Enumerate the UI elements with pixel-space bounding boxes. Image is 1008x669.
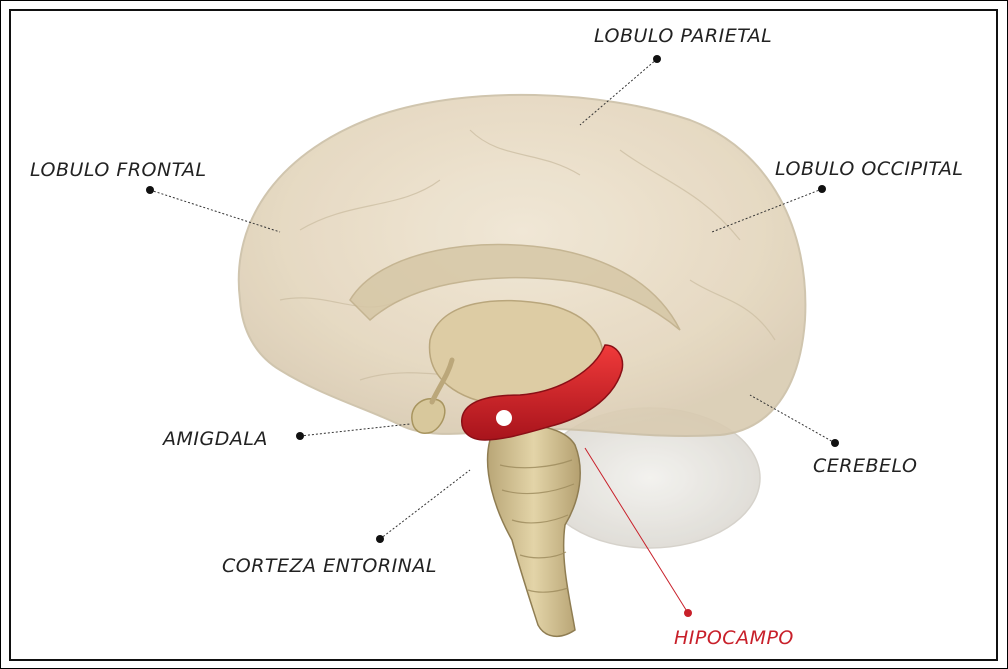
label-lobulo-parietal: LOBULO PARIETAL (594, 25, 772, 47)
label-lobulo-frontal: LOBULO FRONTAL (30, 159, 207, 181)
label-corteza-entorinal: CORTEZA ENTORINAL (222, 555, 437, 577)
label-amigdala: AMIGDALA (161, 428, 268, 450)
hipocampo-dot (684, 609, 692, 617)
label-lobulo-occipital: LOBULO OCCIPITAL (775, 158, 964, 180)
brainstem-shape (488, 426, 581, 637)
label-cerebelo: CEREBELO (813, 455, 917, 477)
hippocampus-highlight-dot (496, 410, 512, 426)
label-hipocampo: HIPOCAMPO (674, 627, 794, 649)
